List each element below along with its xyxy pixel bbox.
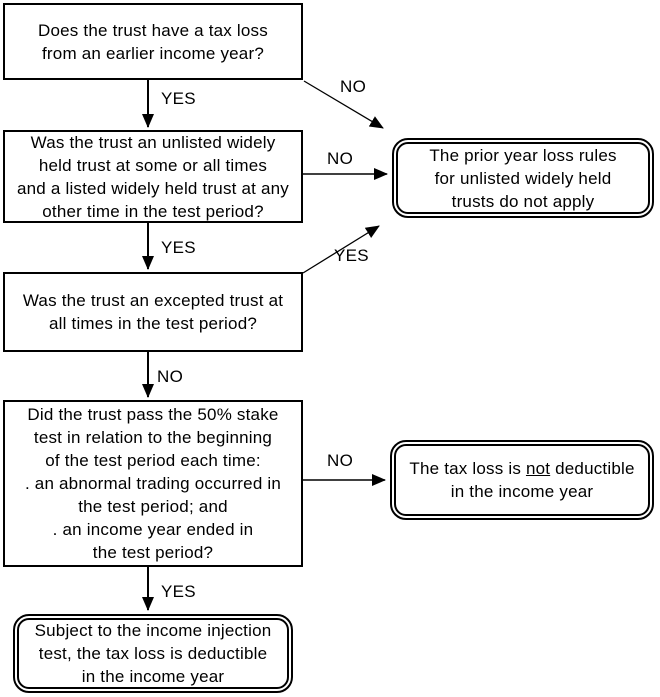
outcome-box-inner-border: Subject to the income injection test, th… xyxy=(17,618,289,689)
outcome-text: The prior year loss rules for unlisted w… xyxy=(429,145,617,211)
edge-label-q4-no: NO xyxy=(327,451,354,470)
edge-label-q1-no: NO xyxy=(340,77,367,96)
edge-label-q1-yes: YES xyxy=(161,89,196,108)
outcome-text-part: The tax loss is xyxy=(409,459,526,478)
question-text: Was the trust an unlisted widely held tr… xyxy=(17,132,289,221)
outcome-text-line1: The tax loss is not deductible xyxy=(409,457,634,480)
outcome-text-underlined-word: not xyxy=(525,459,551,478)
question-box-unlisted-widely-held: Was the trust an unlisted widely held tr… xyxy=(3,130,303,223)
question-box-tax-loss: Does the trust have a tax loss from an e… xyxy=(3,3,303,80)
question-text: Was the trust an excepted trust at all t… xyxy=(22,291,284,333)
question-text: Did the trust pass the 50% stake test in… xyxy=(24,405,282,562)
outcome-box-rules-not-apply: The prior year loss rules for unlisted w… xyxy=(392,138,654,218)
outcome-box-not-deductible: The tax loss is not deductible in the in… xyxy=(390,440,654,520)
outcome-box-deductible: Subject to the income injection test, th… xyxy=(13,614,293,693)
outcome-text-part: deductible xyxy=(550,459,635,478)
edge-label-q3-yes: YES xyxy=(334,246,369,265)
edge-label-q2-yes: YES xyxy=(161,238,196,257)
question-box-excepted-trust: Was the trust an excepted trust at all t… xyxy=(3,272,303,352)
edge-label-q2-no: NO xyxy=(327,149,354,168)
outcome-text: Subject to the income injection test, th… xyxy=(34,621,272,686)
outcome-box-inner-border: The tax loss is not deductible in the in… xyxy=(394,444,650,516)
edge-label-q3-no: NO xyxy=(157,367,184,386)
question-text: Does the trust have a tax loss from an e… xyxy=(38,20,268,63)
question-box-50-percent-stake-test: Did the trust pass the 50% stake test in… xyxy=(3,400,303,567)
edge-label-q4-yes: YES xyxy=(161,582,196,601)
outcome-box-inner-border: The prior year loss rules for unlisted w… xyxy=(396,142,650,214)
outcome-text-line2: in the income year xyxy=(450,482,594,501)
